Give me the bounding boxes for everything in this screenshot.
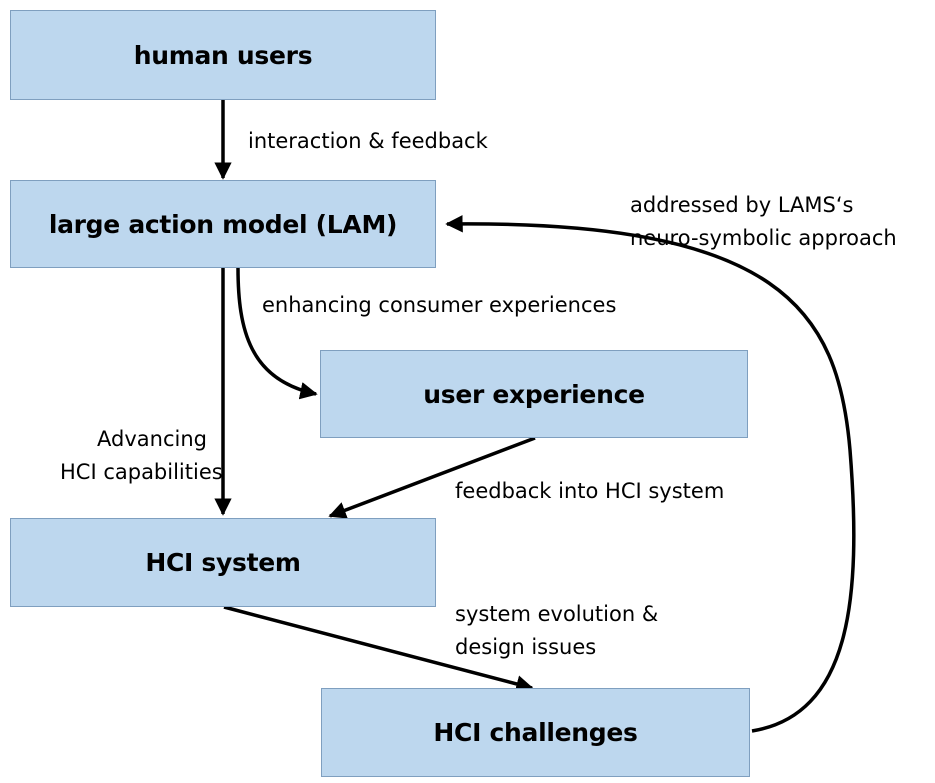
label-advancing-line-1: Advancing (97, 427, 207, 451)
arrow-challenges-to-lam (445, 215, 856, 733)
label-evolution-line-2: design issues (455, 635, 597, 659)
label-addressed-line-1: addressed by LAMS‘s (630, 193, 854, 217)
arrow-user-experience-to-hci-system (328, 436, 536, 519)
arrow-hci-system-to-challenges (223, 605, 534, 693)
label-enhancing-consumer-experiences: enhancing consumer experiences (262, 293, 617, 317)
label-evolution-line-1: system evolution & (455, 602, 659, 626)
node-hci-challenges: HCI challenges (321, 688, 750, 777)
label-advancing-line-2: HCI capabilities (60, 460, 223, 484)
label-feedback-into-hci-system: feedback into HCI system (455, 479, 725, 503)
label-addressed-line-2: neuro-symbolic approach (630, 226, 897, 250)
node-human-users: human users (10, 10, 436, 100)
label-addressed-by-lams: addressed by LAMS‘s neuro-symbolic appro… (630, 189, 897, 255)
node-hci-system: HCI system (10, 518, 436, 607)
label-advancing-hci-capabilities: Advancing HCI capabilities (60, 423, 223, 489)
node-user-experience: user experience (320, 350, 748, 438)
arrow-lam-to-user-experience (236, 267, 318, 400)
label-interaction-feedback: interaction & feedback (248, 129, 488, 153)
label-system-evolution-design-issues: system evolution & design issues (455, 598, 658, 664)
node-large-action-model: large action model (LAM) (10, 180, 436, 268)
